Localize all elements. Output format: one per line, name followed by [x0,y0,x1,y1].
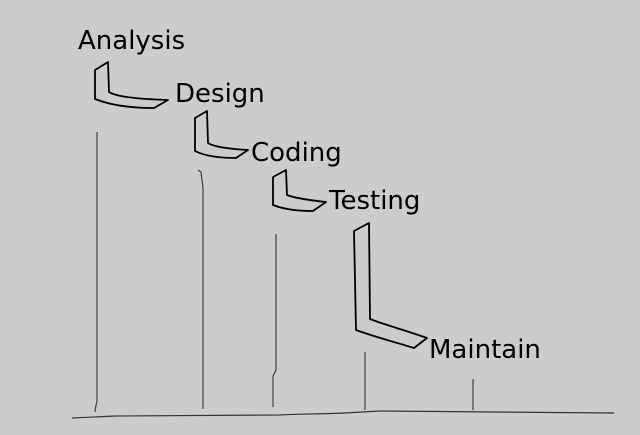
arrow-testing-to-maintain [353,222,428,349]
guide-line-coding [272,234,277,407]
arrow-analysis-to-design [94,61,169,109]
stage-label-analysis: Analysis [78,26,186,56]
stage-label-coding: Coding [251,138,342,168]
stage-label-maintain: Maintain [429,335,541,365]
arrow-coding-to-testing [272,169,327,212]
baseline [71,410,615,419]
arrow-design-to-coding [194,110,249,159]
stage-label-testing: Testing [329,186,421,216]
guide-line-design [197,169,204,409]
stage-label-design: Design [175,79,265,109]
guide-line-analysis [94,132,98,413]
